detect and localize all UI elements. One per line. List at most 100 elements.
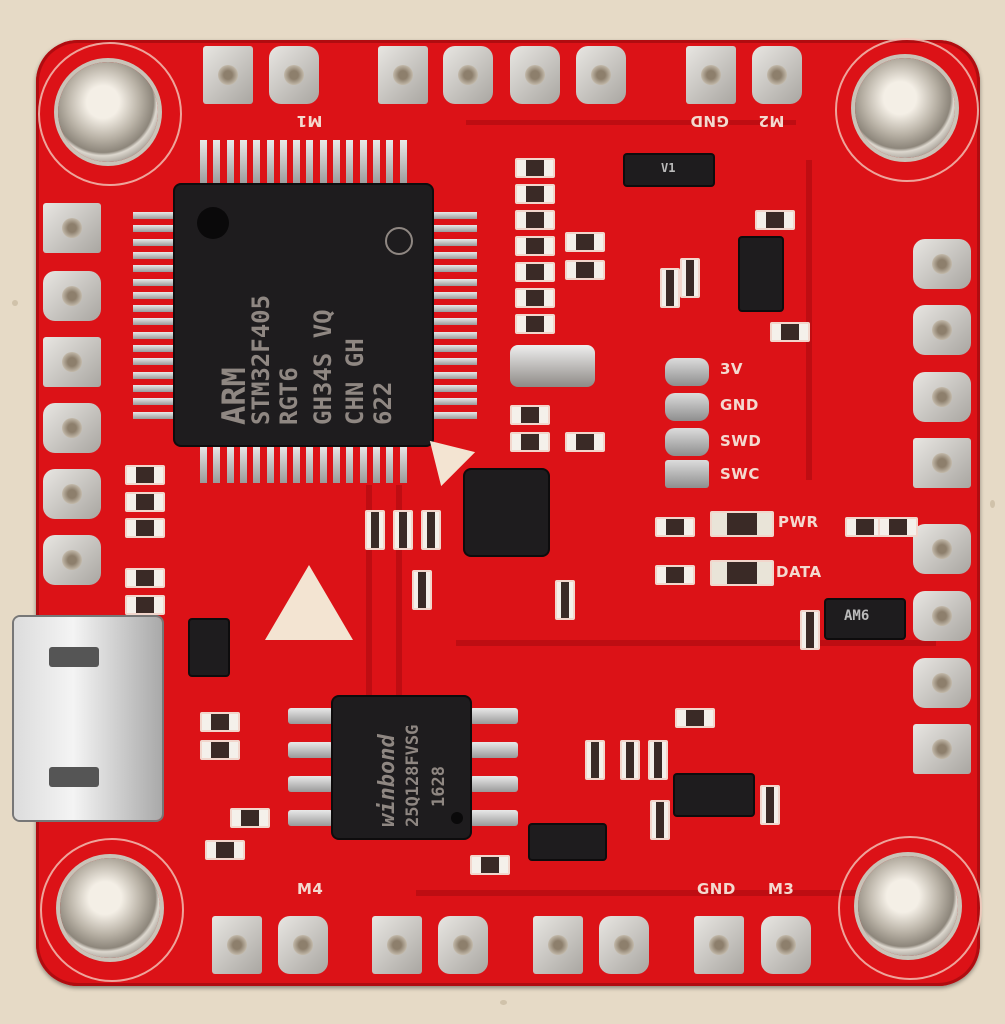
smd-component xyxy=(125,465,165,485)
smd-component xyxy=(515,210,555,230)
solder-pad xyxy=(913,524,971,574)
smd-component xyxy=(770,322,810,342)
smd-component xyxy=(680,258,700,298)
mcu-pin xyxy=(279,445,287,483)
mcu-pin xyxy=(432,265,477,273)
solder-pad xyxy=(686,46,736,104)
solder-pad xyxy=(752,46,802,104)
smd-component xyxy=(515,314,555,334)
label-data: DATA xyxy=(776,563,822,581)
micro-usb-port[interactable] xyxy=(14,617,162,820)
sensor-chip xyxy=(465,470,548,555)
mcu-pin xyxy=(432,305,477,313)
label-m1: M1 xyxy=(296,112,323,130)
mounting-hole-bottom-right xyxy=(858,856,958,956)
mcu-pin xyxy=(133,318,175,326)
smd-component xyxy=(393,510,413,550)
mcu-pin xyxy=(346,140,354,185)
smd-component xyxy=(510,432,550,452)
hole-ring xyxy=(835,38,979,182)
trace xyxy=(456,640,936,646)
led-data xyxy=(710,560,774,586)
smd-component xyxy=(515,262,555,282)
solder-pad xyxy=(43,337,101,387)
mcu-pin xyxy=(386,445,394,483)
mcu-pin xyxy=(133,331,175,339)
crystal-oscillator xyxy=(510,345,595,387)
pin1-dot xyxy=(451,812,463,824)
mcu-pin xyxy=(399,140,407,185)
smd-component xyxy=(760,785,780,825)
flash-pin xyxy=(288,810,333,826)
smd-component xyxy=(125,595,165,615)
solder-pad xyxy=(510,46,560,104)
smd-component xyxy=(648,740,668,780)
smd-component xyxy=(565,232,605,252)
solder-pad xyxy=(438,916,488,974)
smd-component xyxy=(421,510,441,550)
flash-pin xyxy=(470,742,518,758)
mcu-variant: RGT6 xyxy=(275,367,303,425)
mcu-pin xyxy=(319,445,327,483)
solder-pad xyxy=(378,46,428,104)
mcu-pin xyxy=(432,238,477,246)
solder-pad xyxy=(278,916,328,974)
test-pad-swc xyxy=(665,460,709,488)
mcu-pin xyxy=(213,140,221,185)
label-swd: SWD xyxy=(720,432,762,450)
voltage-regulator-2 xyxy=(675,775,753,815)
mcu-pin xyxy=(359,445,367,483)
mcu-pin xyxy=(239,445,247,483)
mounting-hole-bottom-left xyxy=(60,858,160,958)
mcu-pin xyxy=(386,140,394,185)
mcu-pin xyxy=(133,345,175,352)
smd-component xyxy=(205,840,245,860)
mcu-pin xyxy=(306,445,314,483)
flash-pin xyxy=(470,810,518,826)
label-gnd-bottom: GND xyxy=(697,880,736,898)
smd-component xyxy=(365,510,385,550)
speck xyxy=(12,300,18,306)
flash-date: 1628 xyxy=(429,766,449,807)
solder-pad xyxy=(694,916,744,974)
speck xyxy=(990,500,995,508)
solder-pad xyxy=(43,469,101,519)
smd-component xyxy=(510,405,550,425)
smd-component xyxy=(515,236,555,256)
flash-part: 25Q128FVSG xyxy=(403,724,423,827)
smd-component xyxy=(878,517,918,537)
mcu-pin xyxy=(432,251,477,259)
solder-pad xyxy=(212,916,262,974)
solder-pad xyxy=(43,535,101,585)
label-m4: M4 xyxy=(297,880,324,898)
mcu-pin xyxy=(133,411,175,419)
speck xyxy=(500,1000,507,1005)
solder-pad xyxy=(913,591,971,641)
mcu-pin xyxy=(432,318,477,326)
smd-component xyxy=(655,517,695,537)
diode-v1: V1 xyxy=(625,155,713,185)
trace xyxy=(416,890,876,896)
mcu-pin xyxy=(372,140,380,185)
mcu-date: CHN GH 622 xyxy=(341,338,397,425)
smd-component xyxy=(675,708,715,728)
smd-component xyxy=(412,570,432,610)
mcu-pin xyxy=(133,238,175,246)
test-pad-swd xyxy=(665,428,709,456)
solder-pad xyxy=(913,239,971,289)
test-pad-gnd xyxy=(665,393,709,421)
mcu-pin xyxy=(306,140,314,185)
solder-pad xyxy=(269,46,319,104)
smd-component xyxy=(470,855,510,875)
hole-ring xyxy=(838,836,982,980)
led-pwr xyxy=(710,511,774,537)
mcu-chip: ARM STM32F405 RGT6 GH34S VQ CHN GH 622 xyxy=(175,185,432,445)
mcu-pin xyxy=(133,398,175,406)
mcu-pin xyxy=(253,445,261,483)
smd-component xyxy=(660,268,680,308)
smd-component xyxy=(655,565,695,585)
voltage-regulator xyxy=(740,238,782,310)
smd-component xyxy=(125,568,165,588)
smd-component xyxy=(755,210,795,230)
smd-component xyxy=(620,740,640,780)
